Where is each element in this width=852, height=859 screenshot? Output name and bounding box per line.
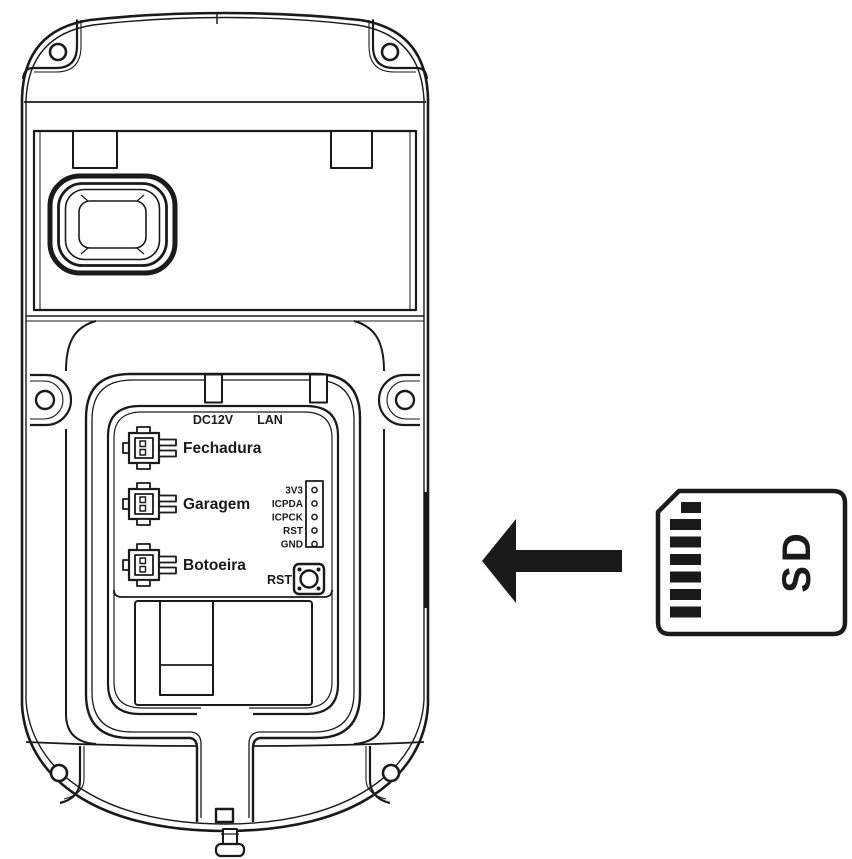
- sd-slot: [423, 492, 429, 608]
- pcb-bottom-edge: [113, 589, 333, 598]
- gasket-opening: [78, 200, 147, 249]
- mounting-plate: [26, 129, 424, 322]
- reset-corner-dot: [316, 586, 321, 591]
- pocket-top-right-inner: [368, 20, 416, 73]
- service-compartment: [84, 372, 362, 822]
- lug-hole-right: [394, 389, 416, 411]
- body-outline: [20, 11, 430, 833]
- gasket-corner-ticks: [80, 194, 145, 255]
- pcb-bezel-inner-left: [113, 411, 225, 709]
- cable-cavity: [134, 600, 313, 706]
- reset-corner-dot: [316, 567, 321, 572]
- lug-hole-left: [34, 389, 56, 411]
- pcb-bezel-outer-right: [225, 404, 340, 716]
- gasket-ring-mid: [57, 182, 168, 267]
- pocket-top-left-inner: [34, 20, 82, 73]
- connector-label: Fechadura: [183, 440, 262, 457]
- pocket-top-left: [21, 19, 79, 80]
- pocket-bottom-right: [368, 746, 391, 805]
- pin-hole: [311, 486, 318, 494]
- mid-body: [30, 320, 420, 745]
- gasket-ring-outer: [47, 173, 178, 276]
- connector-label: Botoeira: [183, 557, 246, 574]
- power-label: DC12V: [193, 413, 234, 427]
- pin-label-icpda: ICPDA: [272, 499, 303, 510]
- compartment-inner-right: [225, 379, 355, 818]
- insert-arrow: [482, 519, 622, 603]
- compartment-notch-right: [309, 373, 328, 404]
- pocket-bottom-right-inner: [365, 746, 387, 800]
- pin-label-3v3: 3V3: [285, 486, 303, 497]
- lan-label: LAN: [257, 413, 283, 427]
- pocket-bottom-left-inner: [63, 746, 85, 800]
- screw-hole-bottom-right: [381, 763, 401, 783]
- pin-label-rst: RST: [283, 526, 303, 537]
- pin-hole: [311, 540, 318, 548]
- speaker-gasket: [47, 173, 178, 276]
- side-contour-right: [353, 320, 385, 745]
- channel-slot: [214, 807, 235, 824]
- bottom-cap-seam: [25, 741, 425, 747]
- bottom-screw-head: [214, 842, 246, 858]
- cable-channel: [214, 807, 246, 858]
- connector-label: Garagem: [183, 496, 250, 513]
- reset-corner-dot: [297, 586, 302, 591]
- sd-card-outline: [655, 488, 848, 637]
- connector-fechadura: Fechadura: [121, 425, 262, 471]
- connector-garagem: Garagem: [121, 481, 250, 527]
- screw-hole-bottom-left: [49, 763, 69, 783]
- compartment-notch-left: [204, 373, 223, 404]
- pin-label-icpck: ICPCK: [272, 513, 304, 524]
- cable-tunnel: [159, 600, 214, 696]
- pocket-top-right: [371, 19, 429, 80]
- gasket-ring-thin: [64, 188, 161, 261]
- screw-lug-right-inner: [386, 380, 420, 420]
- pcb-bezel-inner-right: [225, 411, 333, 709]
- pcb-panel: DC12V LAN Fechadura: [121, 413, 326, 596]
- pcb-bezel-outer-left: [106, 404, 225, 716]
- reset-label: RST: [267, 573, 292, 587]
- pin-hole: [311, 500, 318, 507]
- compartment-outer-left: [84, 372, 225, 822]
- bottom-cap: [49, 746, 401, 805]
- pin-label-gnd: GND: [281, 540, 303, 551]
- bottom-screw: [214, 828, 246, 858]
- reset-button-cap: [299, 569, 319, 589]
- mount-tab-right: [330, 130, 373, 169]
- pin-hole: [311, 527, 318, 534]
- reset-corner-dot: [297, 567, 302, 572]
- compartment-outer-right: [225, 372, 362, 822]
- screw-hole-top-right: [380, 42, 400, 62]
- mount-tab-left: [72, 130, 118, 169]
- pin-header: 3V3 ICPDA ICPCK RST GND: [272, 480, 324, 551]
- screw-lug-left-inner: [30, 380, 64, 420]
- connector-botoeira: Botoeira: [121, 542, 246, 588]
- side-contour-left: [65, 320, 97, 745]
- body-inner-seam: [25, 16, 425, 825]
- pocket-bottom-left: [59, 746, 82, 805]
- sd-card-label: SD: [775, 529, 819, 593]
- bottom-screw-shaft: [222, 828, 238, 846]
- screw-hole-top-left: [48, 42, 68, 62]
- pin-hole: [311, 513, 318, 521]
- reset-button: RST: [267, 562, 326, 596]
- sd-card-contacts: [670, 502, 701, 618]
- compartment-inner-left: [91, 379, 225, 818]
- top-cap: [21, 19, 429, 80]
- device-body: [20, 11, 430, 833]
- sd-card: SD: [655, 488, 848, 637]
- mounting-plate-frame: [32, 129, 418, 312]
